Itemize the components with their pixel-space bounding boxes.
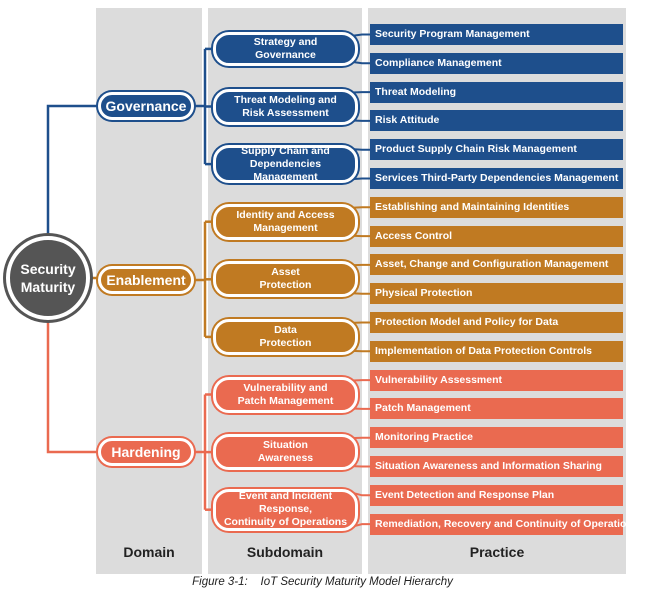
practice-item: Situation Awareness and Information Shar… — [370, 456, 623, 477]
practice-item: Patch Management — [370, 398, 623, 420]
practice-item: Establishing and Maintaining Identities — [370, 196, 623, 218]
domain-column-label: Domain — [123, 544, 175, 560]
domain-enablement: Enablement — [98, 266, 194, 294]
practice-item: Monitoring Practice — [370, 427, 623, 449]
root-node-security-maturity: Security Maturity — [6, 236, 90, 320]
figure-caption: Figure 3-1: IoT Security Maturity Model … — [192, 576, 453, 588]
subdomain-column-label: Subdomain — [246, 544, 324, 560]
domain-governance: Governance — [98, 92, 194, 120]
subdomain-node: Vulnerability and Patch Management — [213, 376, 358, 413]
practice-item: Event Detection and Response Plan — [370, 484, 623, 506]
subdomain-node: Threat Modeling and Risk Assessment — [213, 88, 358, 125]
practice-item: Risk Attitude — [370, 110, 623, 132]
practice-item: Access Control — [370, 225, 623, 247]
domain-hardening: Hardening — [98, 438, 194, 466]
practice-item: Protection Model and Policy for Data — [370, 312, 623, 333]
practice-column-label: Practice — [469, 544, 525, 560]
practice-item: Asset, Change and Configuration Manageme… — [370, 254, 623, 276]
practice-item: Services Third-Party Dependencies Manage… — [370, 168, 623, 189]
practice-item: Threat Modeling — [370, 81, 623, 103]
practice-item: Vulnerability Assessment — [370, 369, 623, 391]
practice-item: Remediation, Recovery and Continuity of … — [370, 513, 639, 535]
subdomain-node: Situation Awareness — [213, 434, 358, 471]
subdomain-node: Data Protection — [213, 318, 358, 355]
practice-item: Security Program Management — [370, 24, 623, 45]
practice-item: Compliance Management — [370, 52, 623, 74]
subdomain-node: Event and Incident Response, Continuity … — [213, 488, 358, 531]
subdomain-node: Asset Protection — [213, 261, 358, 298]
practice-item: Physical Protection — [370, 283, 623, 305]
practice-item: Implementation of Data Protection Contro… — [370, 340, 623, 362]
subdomain-node: Strategy and Governance — [213, 31, 358, 66]
subdomain-node: Supply Chain and Dependencies Management — [213, 145, 358, 184]
subdomain-node: Identity and Access Management — [213, 203, 358, 240]
practice-item: Product Supply Chain Risk Management — [370, 139, 623, 161]
